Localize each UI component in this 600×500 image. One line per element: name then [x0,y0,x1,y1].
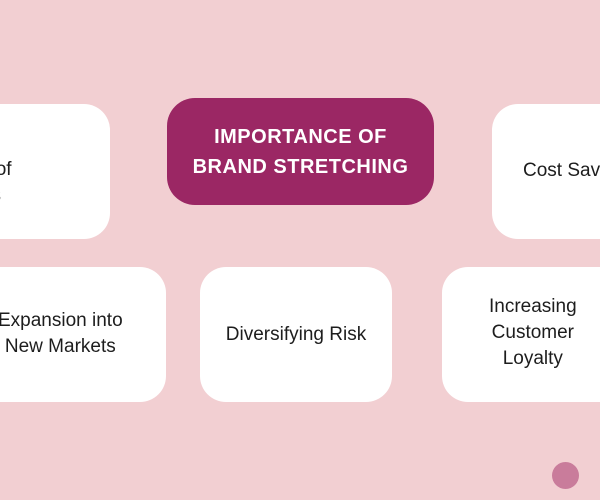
node-label: ective ching of oducts [0,159,12,206]
node-box-cost-savings: Cost Sav [492,104,600,239]
central-title: IMPORTANCE OF BRAND STRETCHING [192,125,409,178]
node-label: Cost Sav [523,160,600,181]
central-title-box: IMPORTANCE OF BRAND STRETCHING [167,98,434,205]
node-box-diversifying-risk: Diversifying Risk [200,267,392,402]
node-label: Increasing Customer Loyalty [489,296,577,369]
decorative-dot [552,462,579,489]
node-box-expansion: Expansion into New Markets [0,267,166,402]
node-box-customer-loyalty: Increasing Customer Loyalty [442,267,600,402]
node-box-effective-launching: ective ching of oducts [0,104,110,239]
node-label: Expansion into New Markets [0,310,123,357]
node-label: Diversifying Risk [225,323,367,345]
